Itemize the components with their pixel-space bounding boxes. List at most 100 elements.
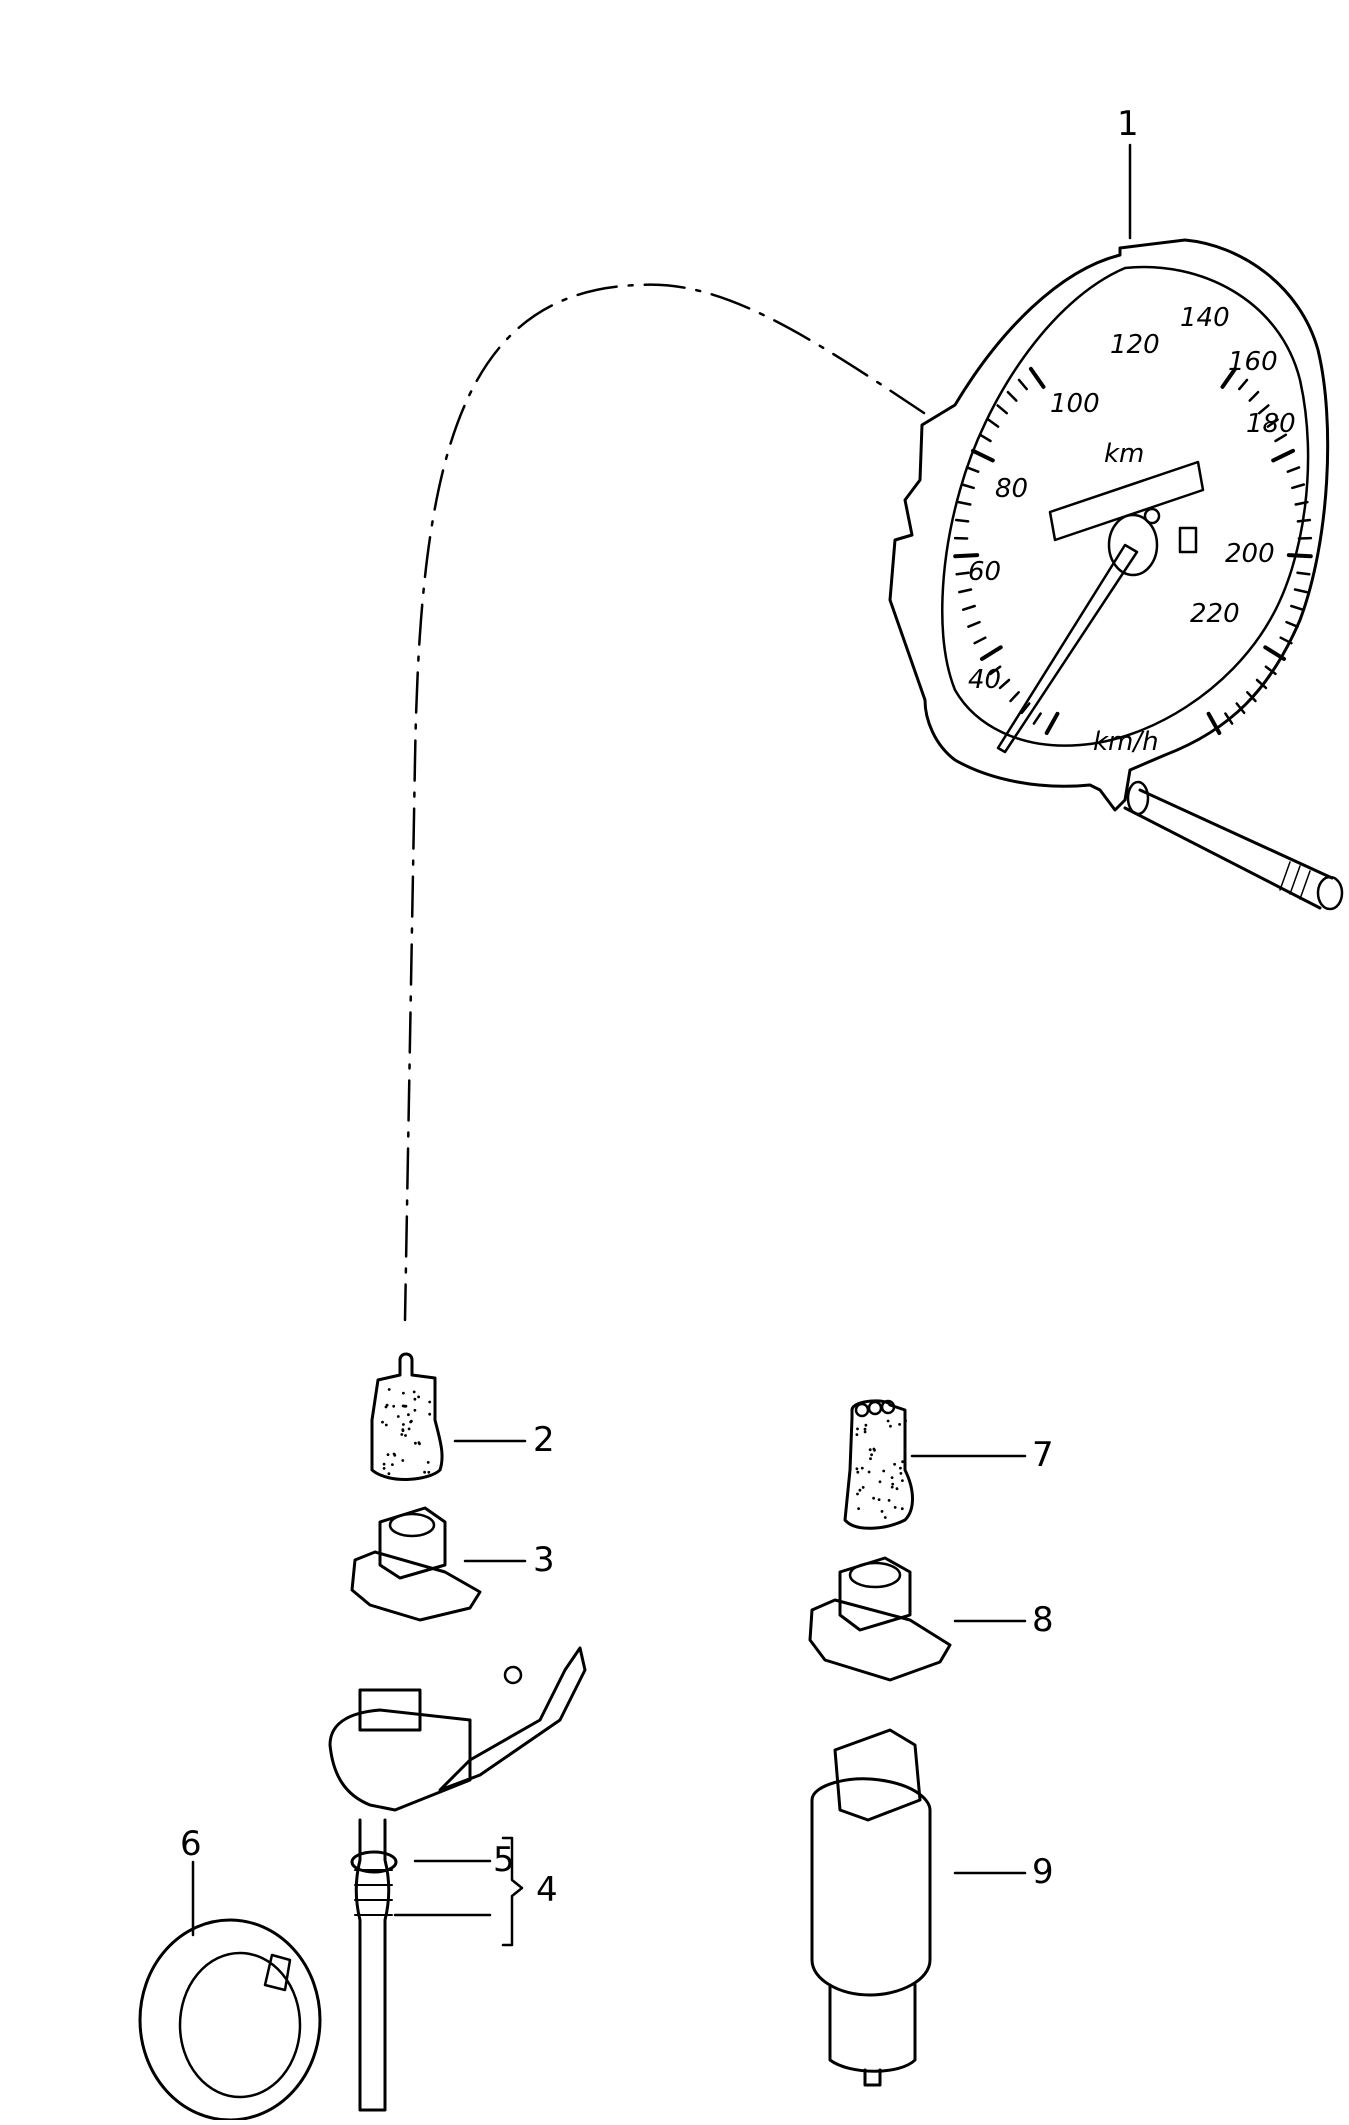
texture-dot (898, 1423, 901, 1426)
texture-dot (402, 1392, 405, 1395)
texture-dot (403, 1405, 406, 1408)
texture-dot (873, 1448, 876, 1451)
texture-dot (388, 1472, 391, 1475)
texture-dot (891, 1486, 894, 1489)
dial-major-tick (1273, 451, 1293, 461)
connector-8-base (810, 1600, 950, 1680)
dial-minor-tick (1019, 380, 1027, 389)
drive-shaft-end (1318, 877, 1342, 909)
texture-dot (383, 1467, 386, 1470)
dial-major-tick (1047, 714, 1058, 733)
callout-8: 8 (1032, 1600, 1054, 1640)
texture-dot (381, 1421, 384, 1424)
texture-dot (857, 1507, 860, 1510)
drive-shaft-collar (1128, 782, 1148, 814)
dial-minor-tick (967, 467, 978, 471)
dial-label-100: 100 (1050, 389, 1100, 419)
connector-housing-part-3 (352, 1508, 480, 1620)
connector-2-body (372, 1354, 442, 1479)
texture-dot (900, 1472, 903, 1475)
speedometer-part: 40 60 80 100 120 140 160 180 200 220 km … (890, 240, 1342, 909)
connector-2-texture (381, 1388, 431, 1475)
connector-housing-part-8 (810, 1558, 950, 1680)
dial-major-tick (1265, 647, 1284, 659)
texture-dot (414, 1442, 417, 1445)
dial-minor-tick (956, 520, 968, 521)
texture-dot (893, 1463, 896, 1466)
texture-dot (427, 1461, 430, 1464)
speed-sensor-part-9 (812, 1730, 930, 2085)
needle-hub (1109, 515, 1157, 575)
texture-dot (856, 1433, 859, 1436)
texture-dot (869, 1457, 872, 1460)
dial-minor-tick (1250, 392, 1258, 401)
texture-dot (870, 1453, 873, 1456)
texture-dot (891, 1476, 894, 1479)
texture-dot (881, 1510, 884, 1513)
speedometer-housing (890, 240, 1328, 810)
texture-dot (862, 1486, 865, 1489)
texture-dot (414, 1398, 417, 1401)
callout-3: 3 (533, 1540, 555, 1580)
connector-3-base (352, 1552, 480, 1620)
texture-dot (856, 1428, 859, 1431)
dial-minor-tick (1034, 714, 1041, 724)
speed-sender-shaft (356, 1820, 389, 2110)
texture-dot (901, 1460, 904, 1463)
texture-dot (402, 1423, 405, 1426)
dial-label-120: 120 (1110, 330, 1160, 360)
dial-minor-tick (1011, 692, 1019, 701)
dial-minor-tick (1295, 590, 1307, 593)
texture-dot (410, 1420, 413, 1423)
texture-dot (413, 1391, 416, 1394)
texture-dot (387, 1453, 390, 1456)
texture-dot (401, 1459, 404, 1462)
callout-7: 7 (1032, 1435, 1054, 1475)
texture-dot (889, 1425, 892, 1428)
texture-dot (417, 1396, 420, 1399)
connector-3-socket (390, 1514, 434, 1536)
dial-minor-tick (980, 435, 990, 441)
dial-minor-tick (1298, 573, 1310, 575)
texture-dot (400, 1433, 403, 1436)
dial-minor-tick (1239, 380, 1247, 389)
dial-minor-tick (963, 606, 975, 610)
texture-dot (856, 1493, 859, 1496)
texture-dot (891, 1483, 894, 1486)
dial-minor-tick (1000, 680, 1009, 688)
washer-outer (140, 1920, 320, 2120)
texture-dot (865, 1424, 868, 1427)
connector-8-socket (850, 1563, 900, 1587)
dial-minor-tick (1298, 520, 1310, 521)
connector-part-2 (372, 1354, 442, 1479)
texture-dot (407, 1413, 410, 1416)
texture-dot (856, 1471, 859, 1474)
texture-dot (428, 1401, 431, 1404)
texture-dot (899, 1467, 902, 1470)
dial-label-200: 200 (1225, 539, 1275, 569)
speed-sensor-body (812, 1779, 930, 1995)
speed-sender-bracket-screw (505, 1667, 521, 1683)
texture-dot (864, 1428, 867, 1431)
texture-dot (404, 1434, 407, 1437)
callout-2: 2 (533, 1420, 555, 1460)
texture-dot (868, 1471, 871, 1474)
texture-dot (418, 1441, 421, 1444)
texture-dot (388, 1388, 391, 1391)
callout-4: 4 (536, 1870, 558, 1910)
texture-dot (879, 1480, 882, 1483)
needle-hub-cap (1145, 509, 1159, 523)
texture-dot (408, 1428, 411, 1431)
dial-minor-tick (962, 485, 974, 488)
connector-3-top (380, 1508, 445, 1578)
speed-sensor-tip (830, 1985, 915, 2071)
speed-unit-label: km/h (1093, 727, 1159, 757)
texture-dot (385, 1424, 388, 1427)
texture-dot (386, 1404, 389, 1407)
drive-shaft-splines (1280, 862, 1310, 899)
texture-dot (423, 1471, 426, 1474)
dial-label-220: 220 (1190, 599, 1240, 629)
connector-8-top (840, 1558, 910, 1630)
